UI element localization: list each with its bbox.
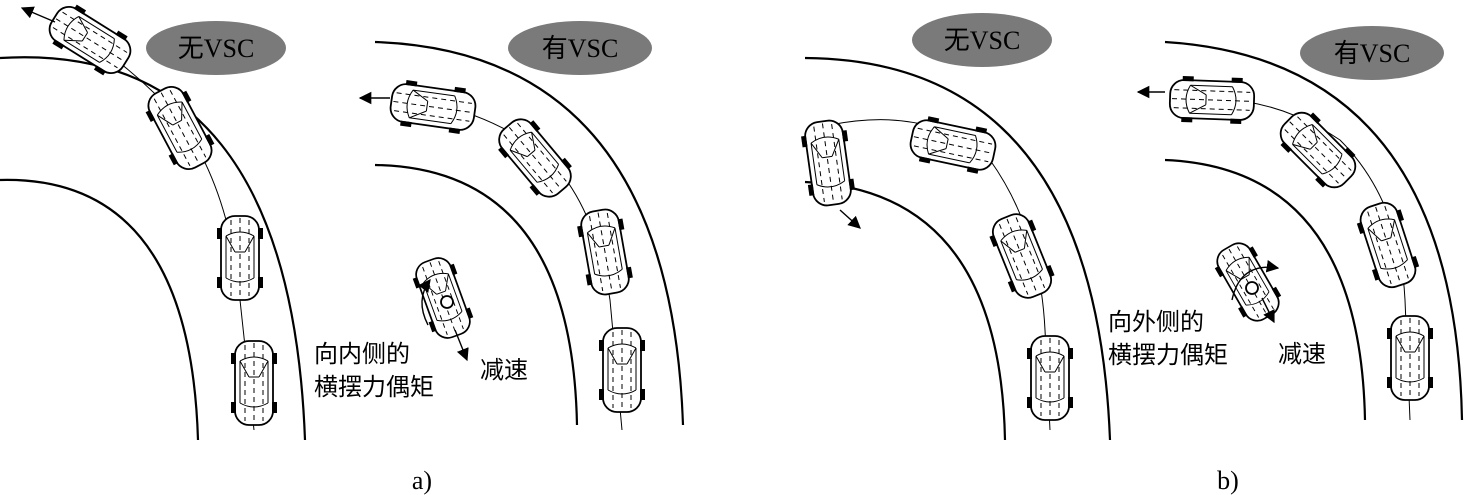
arrow-a-without-drift [20, 6, 56, 23]
car-b-with-3 [1271, 103, 1365, 197]
road-inner-b-right [1164, 158, 1367, 421]
badge-a-with-text: 有VSC [542, 34, 619, 63]
badge-b-with-text: 有VSC [1334, 39, 1411, 68]
car-b-without-4 [798, 117, 858, 209]
decel-arrow-a [454, 329, 469, 362]
road-outer-b-right [1164, 40, 1464, 421]
road-inner-a-right [374, 163, 579, 426]
car-b-with-1 [1386, 315, 1434, 401]
car-a-without-2 [216, 215, 264, 301]
car-b-with-4 [1168, 74, 1256, 126]
car-a-with-4 [387, 77, 479, 137]
yaw-center-b [1245, 281, 1259, 295]
badge-a-without [146, 21, 286, 75]
panel-b: 无VSC 有VSC 向外侧的 横摆力偶矩 减速 b) [798, 13, 1464, 495]
car-a-with-2 [574, 205, 636, 299]
car-a-without-4 [41, 0, 139, 83]
moment-label-a-line1: 向内侧的 [314, 340, 410, 368]
car-a-without-1 [230, 340, 278, 426]
road-inner-a-left [0, 178, 200, 441]
panel-a: 无VSC 有VSC 向内侧的 横摆力偶矩 减速 a) [0, 0, 685, 495]
arrow-b-without-spin [839, 209, 861, 229]
decel-label-b: 减速 [1278, 340, 1326, 368]
car-a-with-1 [598, 327, 646, 413]
road-outer-a-right [374, 40, 685, 426]
moment-label-a-line2: 横摆力偶矩 [314, 373, 434, 401]
car-b-without-1 [1026, 335, 1074, 421]
decel-label-a: 减速 [480, 356, 528, 384]
yaw-center-a [440, 295, 454, 309]
badge-b-without [912, 13, 1052, 67]
road-outer-b-left [804, 56, 1112, 441]
badge-b-without-text: 无VSC [944, 26, 1021, 55]
yaw-moment-arrow-a [418, 278, 431, 326]
car-b-with-2 [1352, 197, 1424, 293]
badge-b-with [1300, 26, 1444, 80]
moment-label-b-line2: 横摆力偶矩 [1108, 341, 1228, 369]
car-b-detail [1208, 235, 1288, 329]
road-outer-a-left [0, 56, 307, 441]
moment-label-b-line1: 向外侧的 [1108, 308, 1204, 336]
car-b-without-3 [906, 112, 1000, 178]
badge-a-with [508, 21, 652, 75]
badge-a-without-text: 无VSC [178, 34, 255, 63]
road-inner-b-left [804, 180, 1007, 441]
caption-a: a) [412, 466, 432, 495]
yaw-moment-arrow-b [1231, 260, 1280, 301]
car-a-with-3 [489, 110, 581, 206]
car-b-without-2 [984, 207, 1060, 305]
decel-arrow-b [1261, 297, 1275, 324]
caption-b: b) [1217, 466, 1239, 495]
